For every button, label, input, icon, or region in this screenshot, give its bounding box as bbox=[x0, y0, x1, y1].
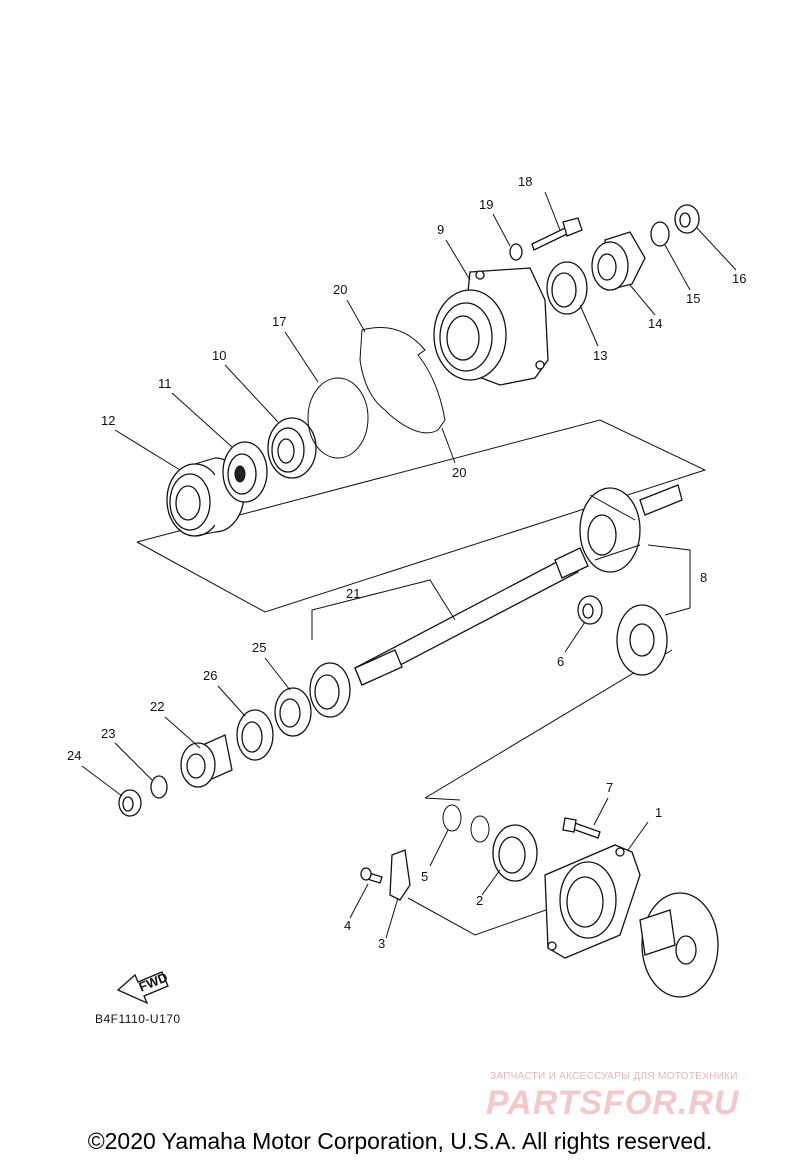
part-2-bearing bbox=[492, 824, 538, 882]
part-6-nut bbox=[577, 595, 603, 625]
leader-15 bbox=[664, 244, 691, 291]
part-1-housing bbox=[544, 844, 719, 998]
leader-18 bbox=[544, 191, 561, 231]
part-20-gasket bbox=[359, 327, 446, 434]
leader-3 bbox=[385, 897, 399, 939]
watermark-tagline: ЗАПЧАСТИ И АКСЕССУАРЫ ДЛЯ МОТОТЕХНИКИ bbox=[490, 1071, 738, 1082]
leader-22 bbox=[164, 716, 201, 749]
callout-21: 21 bbox=[346, 586, 360, 601]
part-24-nut bbox=[118, 789, 142, 817]
leader-16 bbox=[696, 227, 737, 271]
diagram-code: B4F1110-U170 bbox=[95, 1012, 181, 1026]
leader-17 bbox=[284, 331, 319, 383]
callout-26: 26 bbox=[203, 668, 217, 683]
leader-11 bbox=[171, 392, 233, 448]
part-5-shim-a bbox=[442, 804, 462, 832]
leader-19 bbox=[492, 213, 511, 247]
callout-24: 24 bbox=[67, 748, 81, 763]
leader-14 bbox=[629, 284, 656, 316]
leader-25 bbox=[264, 657, 291, 691]
leader-10 bbox=[224, 364, 279, 423]
callout-20: 20 bbox=[333, 282, 347, 297]
part-15-washer bbox=[650, 221, 670, 247]
callout-14: 14 bbox=[648, 316, 662, 331]
leader-12 bbox=[114, 429, 181, 471]
leader-4 bbox=[349, 883, 369, 919]
part-21-shaft bbox=[354, 547, 589, 686]
callout-22: 22 bbox=[150, 699, 164, 714]
part-8-ring-gear bbox=[616, 604, 668, 676]
part-7-bolt bbox=[562, 817, 601, 839]
callout-9: 9 bbox=[437, 222, 444, 237]
watermark-logo: PARTSFOR.RU bbox=[486, 1084, 740, 1122]
callout-17: 17 bbox=[272, 314, 286, 329]
part-10-bearing bbox=[267, 417, 317, 479]
part-16-nut bbox=[674, 204, 700, 234]
part-9-housing bbox=[433, 267, 549, 386]
part-13-bearing bbox=[546, 261, 588, 315]
leader-20 bbox=[441, 427, 456, 464]
callout-leaders bbox=[81, 191, 737, 939]
leader-1 bbox=[627, 821, 649, 851]
callout-20: 20 bbox=[452, 465, 466, 480]
leader-20 bbox=[346, 299, 366, 333]
callout-15: 15 bbox=[686, 291, 700, 306]
callout-12: 12 bbox=[101, 413, 115, 428]
leader-24 bbox=[81, 765, 123, 797]
callout-6: 6 bbox=[557, 654, 564, 669]
leader-9 bbox=[445, 239, 471, 281]
fwd-arrow-icon: FWD bbox=[116, 970, 170, 1005]
callout-19: 19 bbox=[479, 197, 493, 212]
leader-6 bbox=[564, 621, 586, 653]
part-14-coupling bbox=[591, 231, 646, 291]
leader-5 bbox=[429, 829, 449, 867]
callout-4: 4 bbox=[344, 918, 351, 933]
callout-5: 5 bbox=[421, 869, 428, 884]
group-outline-lower-2 bbox=[424, 797, 461, 801]
part-18-bolt bbox=[531, 217, 583, 251]
callout-7: 7 bbox=[606, 780, 613, 795]
part-8-pinion-gear bbox=[579, 484, 683, 573]
part-17-o-ring bbox=[307, 377, 369, 459]
callout-11: 11 bbox=[158, 376, 172, 391]
part-11-collar bbox=[222, 441, 268, 503]
callout-2: 2 bbox=[476, 893, 483, 908]
callout-8: 8 bbox=[700, 570, 707, 585]
group-outline-upper bbox=[136, 419, 707, 613]
callout-16: 16 bbox=[732, 271, 746, 286]
callout-1: 1 bbox=[655, 805, 662, 820]
callout-labels: 1234567891011121314151617181920202122232… bbox=[67, 174, 746, 951]
callout-13: 13 bbox=[593, 348, 607, 363]
leader-26 bbox=[217, 685, 246, 717]
part-22-needle-bearing bbox=[180, 734, 233, 788]
leader-2 bbox=[481, 869, 501, 896]
part-25-collar bbox=[274, 687, 312, 737]
group-outline-lower bbox=[424, 649, 673, 799]
leader-7 bbox=[593, 797, 609, 826]
part-25-bearing bbox=[309, 662, 351, 718]
part-3-bracket bbox=[389, 849, 411, 901]
leader-23 bbox=[114, 742, 153, 781]
callout-3: 3 bbox=[378, 936, 385, 951]
part-26-seal bbox=[236, 709, 274, 761]
bracket-21 bbox=[311, 579, 456, 640]
part-5-shim-b bbox=[470, 815, 490, 843]
callout-18: 18 bbox=[518, 174, 532, 189]
part-19-washer bbox=[509, 243, 523, 261]
group-outline-bracket-3 bbox=[407, 897, 561, 936]
callout-23: 23 bbox=[101, 726, 115, 741]
part-4-screw bbox=[360, 867, 383, 884]
bracket-8 bbox=[647, 544, 691, 616]
callout-25: 25 bbox=[252, 640, 266, 655]
leader-13 bbox=[579, 304, 599, 347]
copyright-notice: ©2020 Yamaha Motor Corporation, U.S.A. A… bbox=[87, 1128, 713, 1154]
callout-10: 10 bbox=[212, 348, 226, 363]
part-23-washer bbox=[150, 775, 168, 799]
